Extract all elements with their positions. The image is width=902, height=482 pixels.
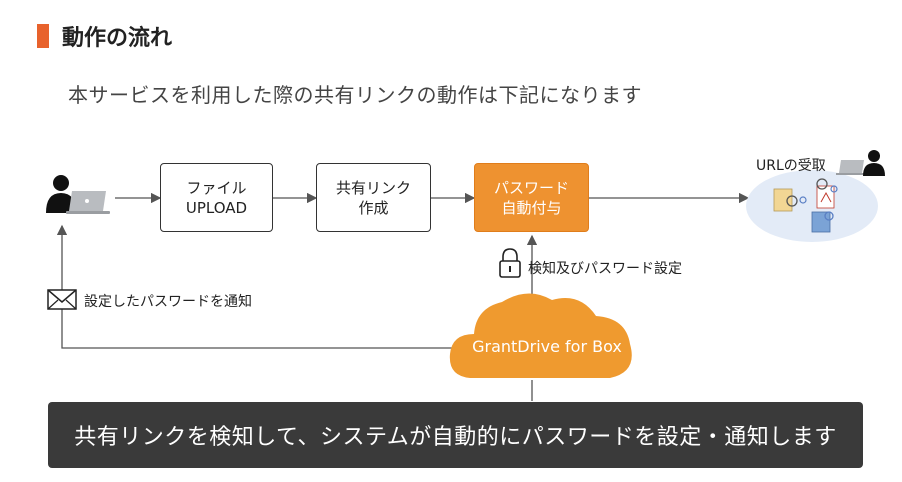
upload-step-line2: UPLOAD xyxy=(185,198,248,217)
create-link-step-line1: 共有リンク xyxy=(335,178,411,197)
password-step-line2: 自動付与 xyxy=(501,198,562,217)
page-title: 動作の流れ xyxy=(62,26,173,51)
detect-label: 検知及びパスワード設定 xyxy=(528,261,682,277)
create-link-step-line2: 作成 xyxy=(358,198,389,217)
lock-icon xyxy=(499,248,521,278)
receiver-label: URLの受取 xyxy=(756,158,826,174)
summary-banner: 共有リンクを検知して、システムが自動的にパスワードを設定・通知します xyxy=(48,402,863,468)
password-step-line1: パスワード xyxy=(493,178,569,197)
notify-label: 設定したパスワードを通知 xyxy=(84,294,252,310)
cloud-icon xyxy=(449,293,632,378)
file-icons xyxy=(773,178,838,233)
upload-step-box: ファイル UPLOAD xyxy=(160,163,273,232)
user-laptop-icon xyxy=(46,175,110,214)
receiver-area xyxy=(746,170,878,242)
cloud-label: GrantDrive for Box xyxy=(472,337,622,356)
heading-accent-bar xyxy=(37,24,49,48)
create-link-step-box: 共有リンク 作成 xyxy=(316,163,431,232)
envelope-icon xyxy=(47,289,77,310)
upload-step-line1: ファイル xyxy=(186,178,247,197)
page-subtitle: 本サービスを利用した際の共有リンクの動作は下記になります xyxy=(68,83,642,107)
password-step-box: パスワード 自動付与 xyxy=(474,163,589,232)
receiver-user-icon xyxy=(836,150,885,176)
